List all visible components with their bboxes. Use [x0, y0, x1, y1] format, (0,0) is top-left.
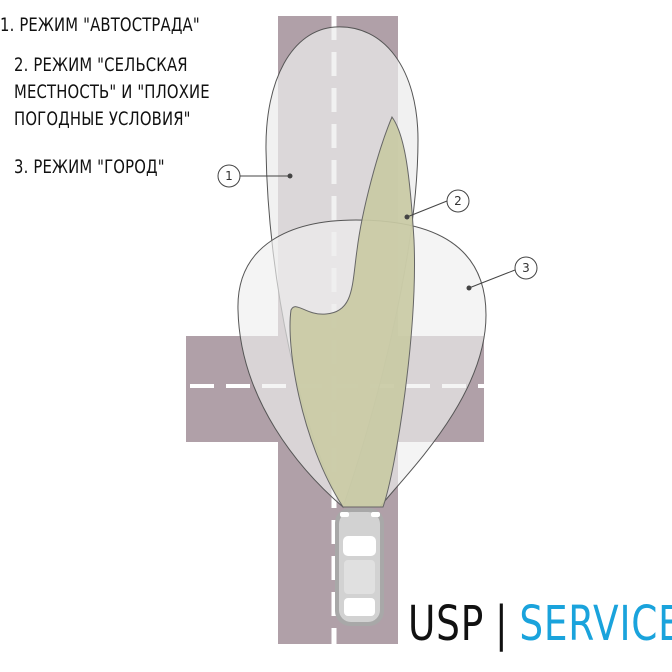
callout-3-label: 3 — [522, 261, 530, 275]
legend-item-city: 3. РЕЖИМ "ГОРОД" — [14, 156, 165, 178]
callout-2: 2 — [404, 189, 470, 220]
brand-logo: USP|SERVICE — [408, 596, 672, 652]
legend-item-highway: 1. РЕЖИМ "АВТОСТРАДА" — [0, 14, 200, 36]
legend-item-country-line2: МЕСТНОСТЬ" И "ПЛОХИЕ — [14, 81, 210, 103]
callout-1-label: 1 — [225, 169, 233, 183]
legend-item-country-line1: 2. РЕЖИМ "СЕЛЬСКАЯ — [14, 54, 188, 76]
callout-1: 1 — [217, 164, 293, 188]
beam-country — [289, 115, 415, 508]
brand-separator: | — [495, 596, 509, 652]
callout-3: 3 — [466, 256, 538, 291]
brand-part1: USP — [408, 596, 485, 652]
car — [335, 508, 384, 626]
callout-2-label: 2 — [454, 194, 462, 208]
legend-item-country-line3: ПОГОДНЫЕ УСЛОВИЯ" — [14, 108, 191, 130]
brand-part2: SERVICE — [519, 596, 672, 652]
